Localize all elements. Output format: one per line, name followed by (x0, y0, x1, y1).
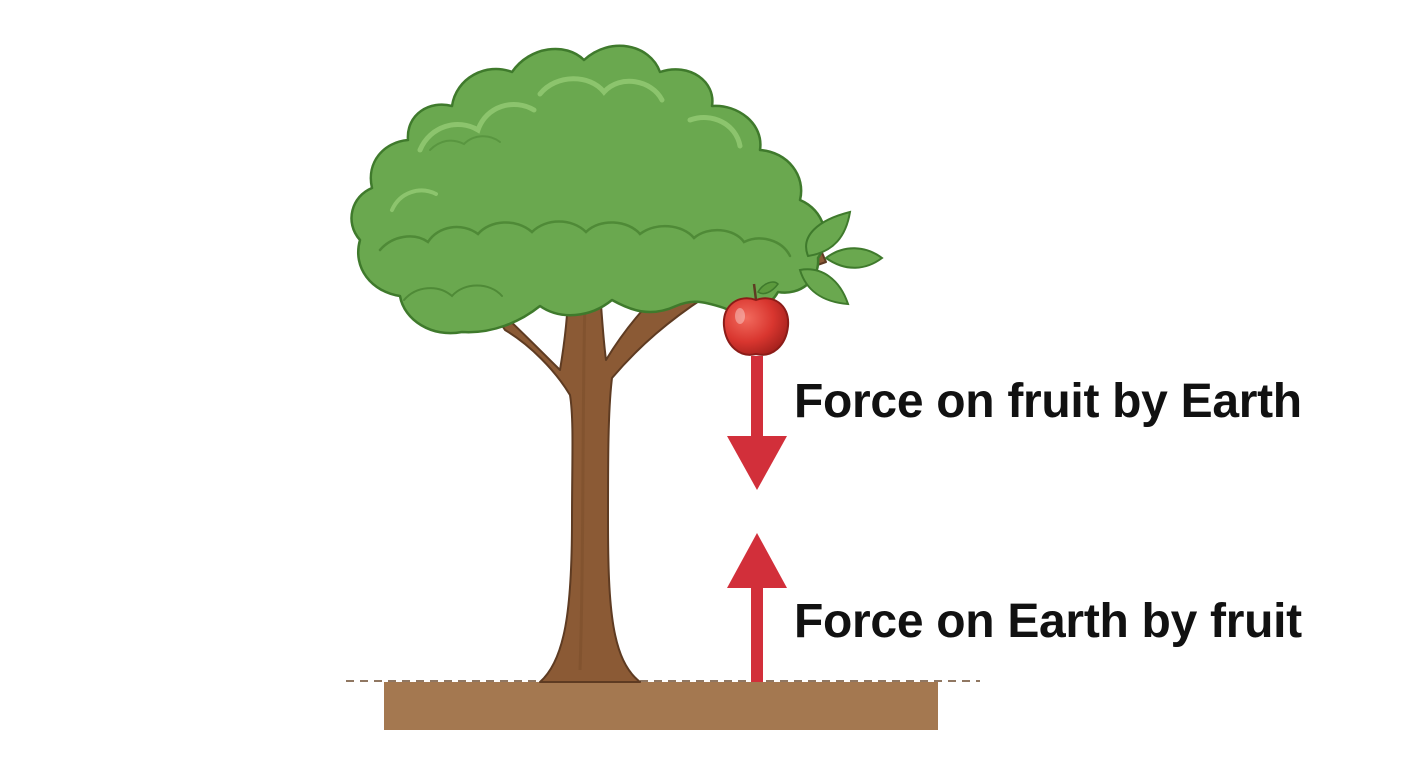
tree-foliage (350, 44, 827, 335)
tree-icon (350, 44, 884, 683)
ground (346, 680, 980, 730)
arrow-up-icon (727, 533, 787, 682)
apple-icon (722, 281, 790, 356)
branch-leaves (798, 210, 884, 306)
force-label-fruit-by-earth: Force on fruit by Earth (794, 375, 1302, 428)
arrow-down-icon (727, 356, 787, 490)
force-label-earth-by-fruit: Force on Earth by fruit (794, 595, 1302, 648)
